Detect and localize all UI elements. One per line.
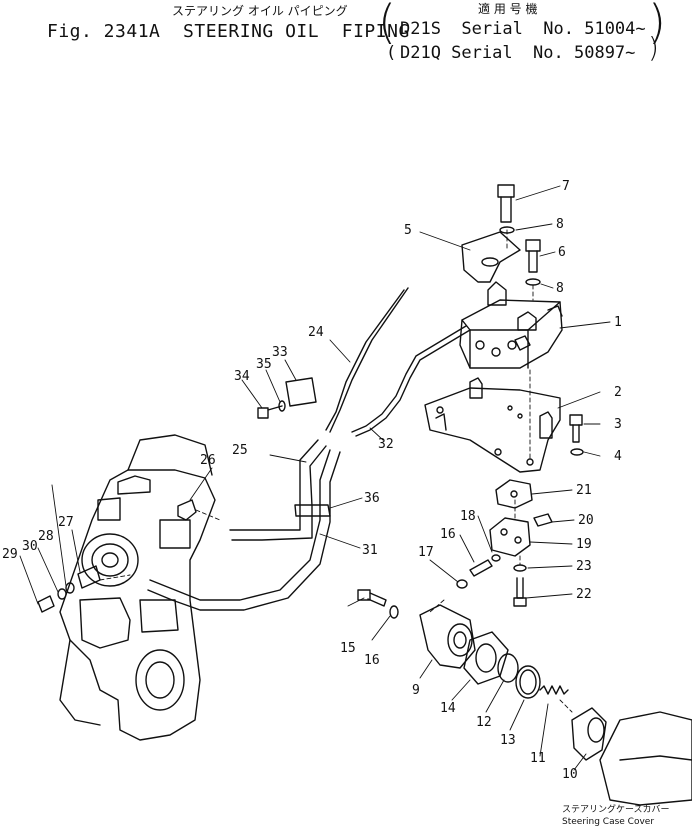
o-ring-29	[65, 582, 75, 594]
bolt-23	[513, 577, 527, 607]
case-cover-caption-en: Steering Case Cover	[562, 817, 654, 827]
spring-11	[539, 685, 569, 695]
applicable-models-label: 適 用 号 機	[478, 2, 538, 16]
callout-34: 33	[272, 345, 288, 360]
leader-lines	[19, 185, 611, 771]
pipe-33	[355, 329, 471, 437]
assembly-lines	[99, 229, 573, 713]
callout-26: 25	[232, 443, 248, 458]
callout-labels: 7 8 6 8 5 1 2 3 4 21 20 19 23 22 18 16 1…	[2, 179, 622, 782]
mounting-plate	[424, 377, 561, 473]
gasket-22	[495, 479, 533, 509]
callout-8b: 8	[556, 281, 564, 296]
callout-17: 16	[440, 527, 456, 542]
left-parenthesis-small: (	[386, 43, 397, 63]
callout-24: 23	[576, 559, 592, 574]
serial-d21s: D21S Serial No. 51004~	[400, 19, 646, 39]
hose-26-edge	[231, 445, 327, 541]
callout-29: 28	[38, 529, 54, 544]
pipe-33-edge	[351, 325, 467, 433]
serial-d21q: D21Q Serial No. 50897~	[400, 43, 636, 63]
title-japanese: ステアリング オイル パイピング	[172, 4, 348, 18]
callout-13: 13	[500, 733, 516, 748]
ring-13-inner	[519, 669, 537, 695]
clamp-37	[294, 504, 331, 517]
bracket-34	[285, 377, 317, 407]
callout-22: 21	[576, 483, 592, 498]
housing-9	[419, 604, 476, 669]
callout-14: 14	[440, 701, 456, 716]
callout-8a: 8	[556, 217, 564, 232]
callout-36: 35	[256, 357, 272, 372]
bolt-7	[497, 184, 515, 234]
callout-33: 32	[378, 437, 394, 452]
bolt-6	[525, 239, 541, 286]
callout-1: 1	[614, 315, 622, 330]
callout-11: 11	[530, 751, 546, 766]
bolt-15	[357, 589, 387, 607]
right-parenthesis-bottom: )	[648, 31, 659, 64]
callout-7: 7	[562, 179, 570, 194]
fitting-21	[533, 513, 553, 527]
right-parenthesis-top: )	[648, 0, 666, 49]
o-ring-18	[456, 579, 468, 589]
adapter-17	[469, 559, 493, 577]
callout-28: 27	[58, 515, 74, 530]
callout-2: 2	[614, 385, 622, 400]
callout-31: 30	[22, 539, 38, 554]
washer-24	[513, 564, 527, 572]
hose-32-edge	[147, 451, 341, 611]
plug-10	[571, 707, 607, 761]
hose-32	[149, 449, 331, 601]
washer-16	[389, 605, 399, 619]
callout-18: 17	[418, 545, 434, 560]
callout-37: 36	[364, 491, 380, 506]
callout-23: 22	[576, 587, 592, 602]
callout-25: 24	[308, 325, 324, 340]
o-ring-12	[497, 653, 519, 683]
callout-30: 29	[2, 547, 18, 562]
callout-4: 4	[614, 449, 622, 464]
callout-27: 26	[200, 453, 216, 468]
ring-13	[515, 665, 541, 699]
o-ring-19	[491, 554, 501, 562]
case-cover-caption-jp: ステアリングケースカバー	[562, 803, 670, 815]
callout-20: 19	[576, 537, 592, 552]
callout-15: 15	[340, 641, 356, 656]
callout-3: 3	[614, 417, 622, 432]
callout-12: 12	[476, 715, 492, 730]
washer-36	[278, 400, 286, 412]
callout-32: 31	[362, 543, 378, 558]
callout-9: 9	[412, 683, 420, 698]
pipe-25	[329, 287, 409, 433]
callout-10: 10	[562, 767, 578, 782]
bracket	[461, 231, 521, 283]
callout-5: 5	[404, 223, 412, 238]
steering-case-cover	[599, 711, 692, 806]
callout-21: 20	[578, 513, 594, 528]
callout-6: 6	[558, 245, 566, 260]
left-parenthesis: (	[378, 0, 396, 49]
callout-35: 34	[234, 369, 250, 384]
callout-16: 16	[364, 653, 380, 668]
callout-19: 18	[460, 509, 476, 524]
bolt-3	[569, 414, 584, 456]
elbow-27	[177, 499, 197, 521]
o-ring-31	[57, 588, 67, 600]
plug-30	[37, 595, 55, 613]
block-20	[489, 517, 531, 557]
hose-26	[229, 439, 319, 531]
steering-valve-body	[459, 281, 563, 369]
pipe-25-edge	[325, 289, 405, 431]
figure-title: Fig. 2341A STEERING OIL FIPING	[47, 21, 410, 42]
transmission-housing	[59, 434, 216, 741]
